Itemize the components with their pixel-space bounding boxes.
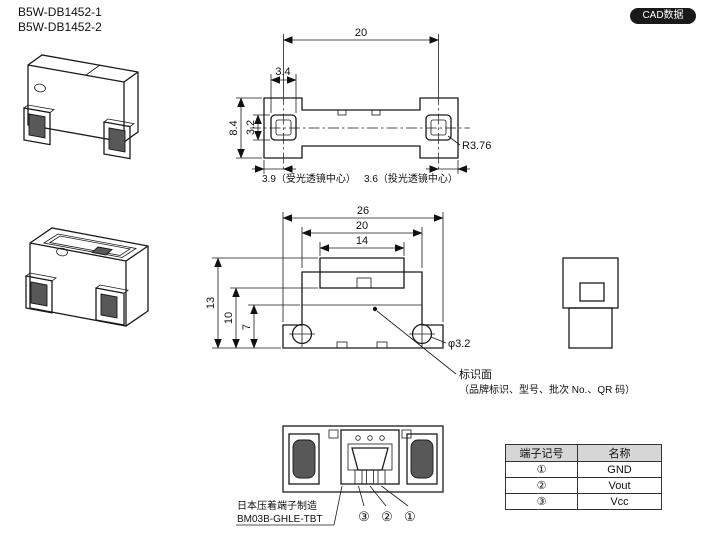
terminal-symbol-2: ②	[505, 477, 578, 494]
cad-data-badge[interactable]: CAD数据	[630, 8, 696, 24]
model-number-1: B5W-DB1452-1	[18, 5, 102, 19]
note-emitter-center: 3.6（投光透镜中心）	[364, 172, 458, 185]
lens-boss-right	[410, 439, 434, 479]
pin-1	[377, 469, 386, 485]
table-row: ② Vout	[505, 477, 662, 494]
lens-boss-left	[292, 439, 316, 479]
pin-label-1: ①	[404, 509, 416, 524]
dim-lens-height: 3.2	[245, 120, 257, 135]
dim-total-width: 26	[357, 205, 369, 217]
side-hole	[34, 83, 46, 93]
side-hole	[56, 247, 68, 257]
pin-3	[354, 469, 363, 485]
table-row: ③ Vcc	[505, 493, 662, 510]
connector-model: BM03B-GHLE-TBT	[237, 514, 323, 525]
header-terminal-name: 名称	[577, 444, 662, 462]
dim-hole-pitch: 20	[356, 220, 368, 232]
pin-label-2: ②	[381, 509, 393, 524]
terminal-symbol-1: ①	[505, 461, 578, 478]
pin-2	[366, 469, 374, 485]
top-view: 20 3.4 8.4 3.2 R3.76	[228, 27, 491, 185]
dim-body-height: 10	[223, 312, 235, 324]
note-receiver-center: 3.9（受光透镜中心）	[262, 172, 356, 185]
lens-hole	[28, 113, 46, 139]
terminal-name-1: GND	[577, 461, 662, 478]
lens-hole	[30, 281, 48, 307]
dim-lens-width: 3.4	[275, 66, 290, 78]
table-row: ① GND	[505, 461, 662, 478]
terminal-table-header-row: 端子记号 名称	[505, 444, 662, 462]
dim-body-height: 8.4	[228, 120, 240, 135]
model-number-2: B5W-DB1452-2	[18, 20, 102, 34]
terminal-name-2: Vout	[577, 477, 662, 494]
label-marking-detail: （品牌标识、型号、批次 No.、QR 码）	[459, 383, 635, 396]
sensing-window	[319, 271, 405, 289]
dim-lens-pitch: 20	[355, 27, 367, 39]
mounting-hole-left	[289, 321, 315, 347]
mounting-hole-right	[409, 321, 435, 347]
connector-maker: 日本压着端子制造	[237, 499, 317, 512]
lens-hole	[108, 127, 126, 153]
page-title: B5W-DB1452-1 B5W-DB1452-2	[18, 5, 102, 35]
header-terminal-symbol: 端子记号	[505, 444, 578, 462]
isometric-view-1	[23, 54, 139, 160]
dim-corner-radius: R3.76	[462, 140, 491, 152]
marking-face-dot	[372, 306, 378, 312]
side-view	[562, 257, 619, 349]
dim-window-width: 14	[356, 235, 368, 247]
top-recess-hole	[91, 246, 113, 256]
terminal-symbol-3: ③	[505, 493, 578, 510]
connector	[340, 429, 400, 485]
pin-label-3: ③	[358, 509, 370, 524]
side-window	[579, 282, 605, 302]
terminal-table: 端子记号 名称 ① GND ② Vout ③ Vcc	[505, 444, 662, 510]
label-marking-face: 标识面	[459, 367, 492, 381]
terminal-name-3: Vcc	[577, 493, 662, 510]
isometric-view-2	[25, 227, 149, 327]
dim-total-height: 13	[205, 297, 217, 309]
front-view: 26 20 14 13 10 7 φ3.2	[205, 205, 635, 396]
bottom-view: ③ ② ① 日本压着端子制造 BM03B-GHLE-TBT	[236, 425, 444, 526]
dim-base-height: 7	[241, 324, 253, 330]
lens-hole	[100, 293, 118, 319]
dim-hole-diameter: φ3.2	[448, 338, 470, 350]
